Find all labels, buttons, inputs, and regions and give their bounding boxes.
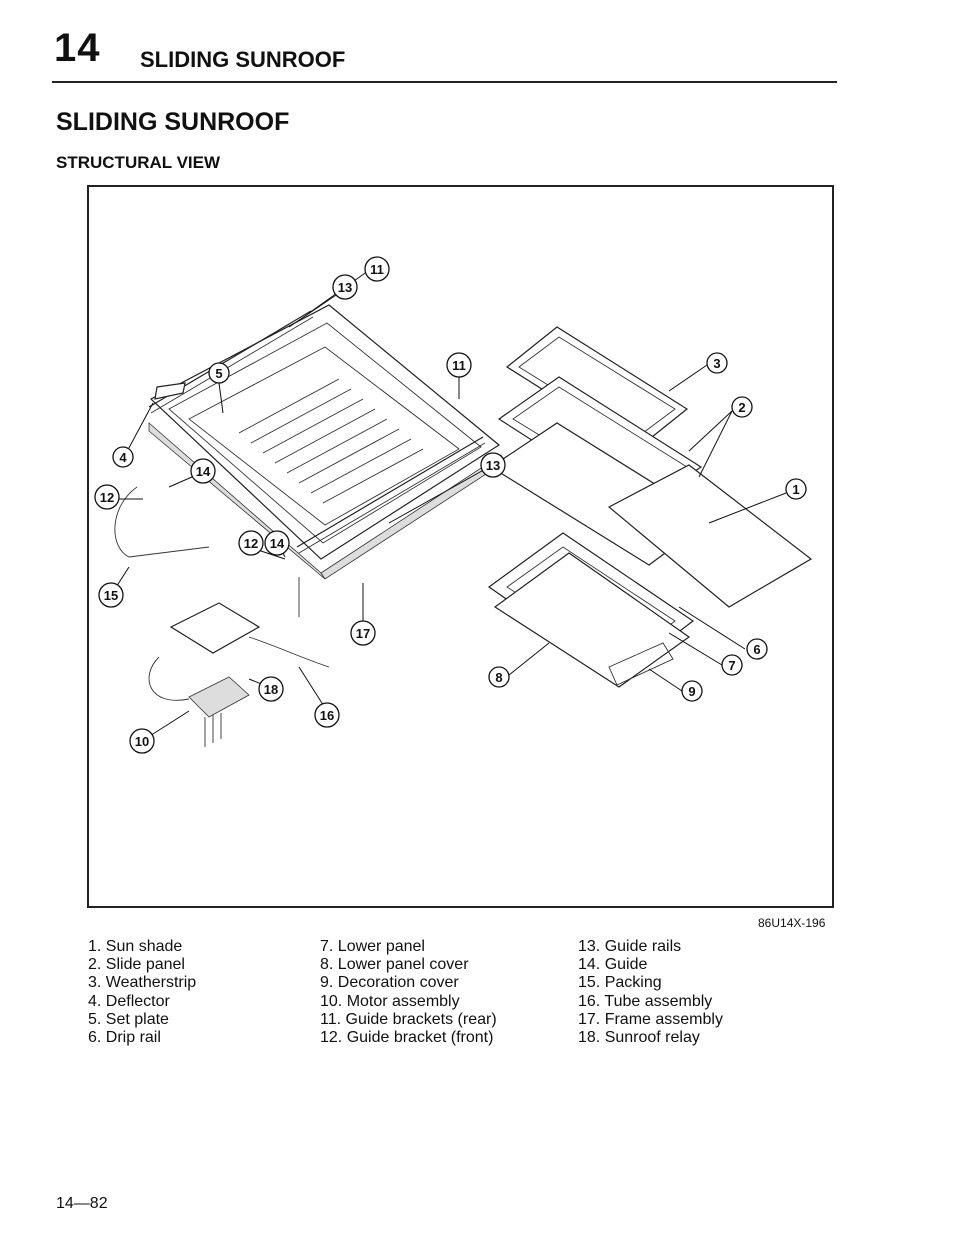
callout-13-right: 13 [480,452,506,478]
page-header: 14 SLIDING SUNROOF [52,20,837,84]
svg-text:3: 3 [713,356,720,371]
callout-3: 3 [706,352,728,374]
svg-text:17: 17 [356,626,370,641]
svg-text:9: 9 [688,684,695,699]
svg-text:7: 7 [728,658,735,673]
svg-text:4: 4 [119,450,127,465]
structural-view-figure: 1 2 3 4 5 6 7 8 9 10 11 11 12 12 13 13 1… [87,185,834,908]
packing-drawing [114,486,210,558]
legend-item: 18. Sunroof relay [578,1029,700,1047]
legend-column-2: 7. Lower panel 8. Lower panel cover 9. D… [320,938,497,1047]
figure-code: 86U14X-196 [758,916,826,930]
callout-8: 8 [488,666,510,688]
legend-item: 12. Guide bracket (front) [320,1029,494,1047]
legend-item: 7. Lower panel [320,938,425,955]
chapter-title: SLIDING SUNROOF [140,47,346,72]
svg-text:8: 8 [495,670,502,685]
legend-item: 5. Set plate [88,1010,169,1028]
motor-assembly-drawing [148,602,330,747]
legend-item: 11. Guide brackets (rear) [320,1010,497,1028]
callout-11-right: 11 [446,352,472,378]
header-rule [52,81,837,83]
exploded-diagram: 1 2 3 4 5 6 7 8 9 10 11 11 12 12 13 13 1… [94,256,813,754]
svg-text:12: 12 [100,490,114,505]
callout-14-center: 14 [264,530,290,556]
svg-text:10: 10 [135,734,149,749]
legend-column-1: 1. Sun shade 2. Slide panel 3. Weatherst… [88,938,196,1047]
svg-text:12: 12 [244,536,258,551]
callout-6: 6 [746,638,768,660]
legend-item: 13. Guide rails [578,938,682,955]
legend-item: 6. Drip rail [88,1029,161,1047]
callout-10: 10 [129,728,155,754]
lower-panel-drawing [487,532,695,688]
callout-5: 5 [208,362,230,384]
svg-text:1: 1 [792,482,799,497]
chapter-number: 14 [54,26,101,70]
legend-column-3: 13. Guide rails 14. Guide 15. Packing 16… [578,938,723,1047]
svg-text:2: 2 [738,400,745,415]
callout-11-left: 11 [364,256,390,282]
legend-item: 1. Sun shade [88,938,183,955]
svg-text:14: 14 [196,464,211,479]
legend-item: 15. Packing [578,974,662,992]
callout-15: 15 [98,582,124,608]
callout-16: 16 [314,702,340,728]
subsection-title: STRUCTURAL VIEW [56,153,221,172]
legend-item: 4. Deflector [88,992,170,1010]
svg-text:18: 18 [264,682,278,697]
svg-text:11: 11 [370,262,384,277]
callout-2: 2 [731,396,753,418]
legend-item: 16. Tube assembly [578,992,713,1010]
svg-text:16: 16 [320,708,334,723]
guide-rails-drawing [148,310,486,554]
svg-text:13: 13 [338,280,352,295]
legend-item: 3. Weatherstrip [88,974,197,992]
callout-18: 18 [258,676,284,702]
leader-lines [110,265,787,742]
callout-12-left: 12 [94,484,120,510]
svg-text:13: 13 [486,458,500,473]
legend-item: 8. Lower panel cover [320,956,469,974]
callout-9: 9 [681,680,703,702]
callout-14-left: 14 [190,458,216,484]
callout-4: 4 [112,446,134,468]
svg-text:6: 6 [753,642,760,657]
legend-item: 14. Guide [578,956,648,974]
callout-12-center: 12 [238,530,264,556]
svg-text:14: 14 [270,536,285,551]
section-title: SLIDING SUNROOF [56,108,290,136]
page-number: 14—82 [56,1195,108,1212]
sun-shade-drawing [607,464,813,608]
callout-7: 7 [721,654,743,676]
svg-text:15: 15 [104,588,118,603]
callout-1: 1 [785,478,807,500]
deflector-drawing [154,382,186,400]
svg-text:11: 11 [452,358,466,373]
callout-17: 17 [350,620,376,646]
callout-13-left: 13 [332,274,358,300]
legend-item: 17. Frame assembly [578,1010,723,1028]
legend-item: 2. Slide panel [88,956,185,974]
legend-item: 9. Decoration cover [320,974,459,992]
svg-text:5: 5 [215,366,222,381]
legend-item: 10. Motor assembly [320,992,460,1010]
